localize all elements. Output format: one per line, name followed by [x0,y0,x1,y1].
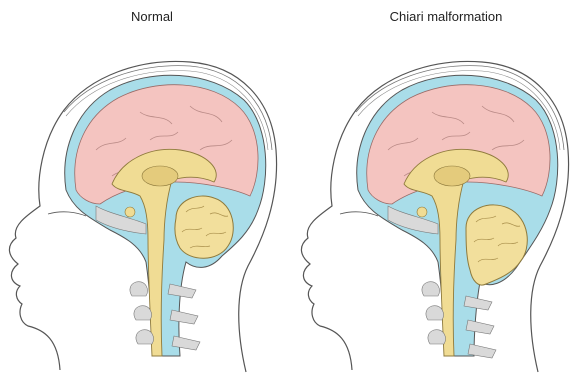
brain-diagram-chiari [292,0,584,381]
cerebellum-herniated [466,205,527,285]
brain-diagram-normal [0,0,292,381]
panel-chiari: Chiari malformation [292,0,584,381]
cerebellum [175,196,233,258]
panel-normal: Normal [0,0,292,381]
